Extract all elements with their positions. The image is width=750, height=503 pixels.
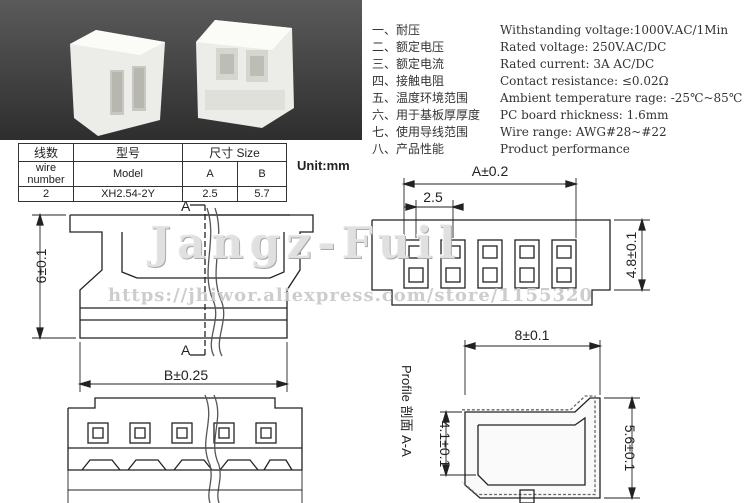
header-model-zh: 型号 bbox=[73, 143, 183, 162]
profile-section bbox=[440, 340, 640, 503]
dim-height-4-8: 4.8±0.1 bbox=[623, 231, 639, 278]
product-photo bbox=[0, 0, 362, 140]
dim-height-6: 6±0.1 bbox=[33, 248, 49, 283]
profile-label: Profile 剖面 A-A bbox=[399, 365, 414, 457]
section-mark-top: A bbox=[181, 198, 191, 214]
header-a: A bbox=[182, 161, 238, 187]
dim-height-4-1: 4.1±0.1 bbox=[437, 421, 453, 468]
cell-b: 5.7 bbox=[237, 186, 287, 202]
cell-model: XH2.54-2Y bbox=[73, 186, 183, 202]
connector-photo-illustration bbox=[0, 0, 362, 140]
dim-width-8: 8±0.1 bbox=[515, 327, 550, 343]
section-mark-bottom: A bbox=[181, 342, 191, 358]
bottom-view bbox=[67, 394, 303, 503]
dim-height-5-6: 5.6±0.1 bbox=[622, 425, 638, 472]
unit-label: Unit:mm bbox=[297, 158, 350, 173]
header-wire-zh: 线数 bbox=[18, 143, 74, 162]
front-view bbox=[32, 204, 314, 392]
size-table: 线数 型号 尺寸 Size wire number Model A B 2 XH… bbox=[18, 143, 287, 202]
dim-a: A±0.2 bbox=[472, 163, 509, 179]
top-view bbox=[371, 178, 650, 306]
cell-a: 2.5 bbox=[182, 186, 238, 202]
dim-width-b: B±0.25 bbox=[164, 367, 208, 383]
connector-right-image bbox=[196, 20, 294, 128]
connector-left-image bbox=[70, 30, 165, 136]
header-size: 尺寸 Size bbox=[182, 143, 287, 162]
dim-pitch: 2.5 bbox=[423, 189, 443, 205]
